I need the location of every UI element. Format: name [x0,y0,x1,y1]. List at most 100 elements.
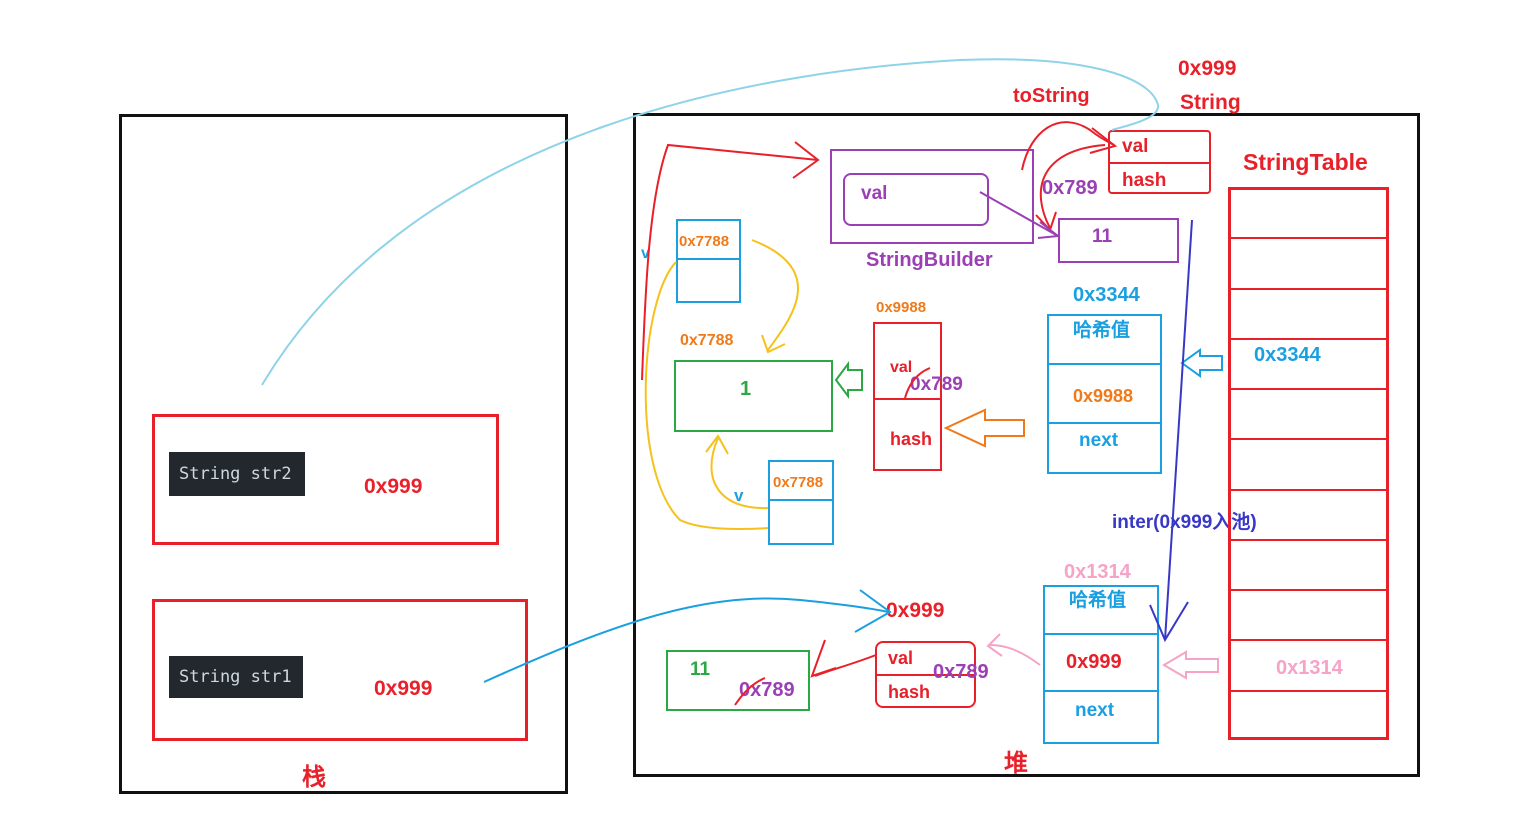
stringbuilder-box [830,149,1034,244]
stringbuilder-label: StringBuilder [866,249,993,271]
entry-3344-hash: 哈希值 [1073,320,1131,341]
node-a-address: 0x7788 [679,233,730,250]
bottom-val-ref-arrowhead [810,639,837,678]
str2-value: 0x999 [364,475,423,498]
string-table-slot-divider [1228,288,1389,290]
string-val-ref-arrow [1039,144,1106,229]
entry-1314-hash: 哈希值 [1069,590,1127,611]
entry-1314-divider-2 [1045,690,1157,692]
bottom-array-box [666,650,810,711]
bottom-array-tick [734,677,766,706]
string-table-slot-divider [1228,388,1389,390]
string-table-slot-divider [1228,338,1389,340]
obj-9988-tick [904,367,931,399]
bottom-string-val-field: val [888,648,914,668]
node-b-box [768,460,834,545]
string-table-slot-divider [1228,539,1389,541]
to-string-arrowhead [1089,127,1118,154]
node-b-address: 0x7788 [773,474,824,491]
char-array-value: 11 [1092,226,1113,247]
inter-arrowhead [1149,601,1189,643]
yellow-loop-bottom-arrowhead [705,434,729,455]
string-table-slot-divider [1228,589,1389,591]
obj-9988-val-ref: 0x789 [910,374,963,395]
string-table [1228,187,1389,740]
blue-hollow-arrow [1180,348,1223,378]
new-sb-arrow [641,143,819,381]
node-a-box [676,219,741,303]
heap-title: 堆 [1004,750,1028,777]
obj-9988-val-field: val [890,359,913,376]
stringbuilder-val-field: val [861,183,888,204]
string-table-slot-divider [1228,489,1389,491]
entry-3344-next: next [1079,430,1119,451]
bottom-string-divider [877,674,974,676]
orange-hollow-arrow [943,408,1025,448]
stringbuilder-val-slot [843,173,989,226]
string-table-slot-divider [1228,639,1389,641]
entry-1314-box [1043,585,1159,744]
string-object-box [1108,130,1211,194]
string-table-title: StringTable [1243,149,1368,175]
sb-val-ref-arrowhead [1037,221,1061,239]
inter-label: inter(0x999入池) [1112,512,1257,533]
pink-curve [989,644,1041,666]
yellow-loop-top-arrowhead [761,334,786,354]
entry-1314-address: 0x1314 [1064,561,1131,583]
str1-reference-curve [483,597,889,683]
bottom-array-value: 11 [690,659,711,680]
obj-9988-address: 0x9988 [876,299,927,316]
stack-panel [119,114,568,794]
yellow-loop-bottom [710,437,769,510]
inter-arrow [1164,219,1193,641]
str1-value: 0x999 [374,677,433,700]
new-sb-arrowhead [792,141,820,179]
str1-reference-arrowhead [854,589,892,633]
bottom-string-hash-field: hash [888,682,931,702]
node-b-letter: v [734,486,744,505]
yellow-loop-top [751,239,799,351]
str1-frame [152,599,528,741]
char-array-box [1058,218,1179,263]
string-table-slot-divider [1228,237,1389,239]
string-hash-field: hash [1122,170,1167,191]
entry-1314-value: 0x999 [1066,651,1122,673]
bottom-string-val-ref: 0x789 [933,661,989,683]
obj-9988-box [873,322,942,471]
entry-3344-box [1047,314,1162,474]
entry-3344-value: 0x9988 [1073,386,1134,406]
bottom-string-address: 0x999 [886,599,945,622]
node-a-letter: v [641,245,650,262]
green-box-value: 1 [740,378,752,400]
entry-1314-next: next [1075,700,1115,721]
str2-code: String str2 [169,452,305,496]
to-string-label: toString [1013,85,1090,107]
entry-3344-address: 0x3344 [1073,284,1140,306]
node-a-divider [678,258,739,260]
str2-frame [152,414,499,545]
string-type: String [1180,91,1241,114]
string-table-slot-divider [1228,438,1389,440]
to-string-arrow [1021,121,1115,171]
string-table-slot-3344: 0x3344 [1254,344,1321,366]
entry-1314-divider-1 [1045,633,1157,635]
green-hollow-arrow [834,361,863,399]
sb-val-ref-arrow [979,191,1059,237]
string-address: 0x999 [1178,57,1237,80]
str1-code: String str1 [169,656,303,698]
string-object-divider [1110,162,1209,164]
green-box [674,360,833,432]
bottom-string-box [875,641,976,708]
pink-curve-arrowhead [986,633,1003,657]
stack-title: 栈 [302,764,326,791]
string-val-field: val [1122,136,1149,157]
yellow-loop-side [644,261,769,531]
entry-3344-divider-1 [1049,363,1160,365]
pink-hollow-arrow [1162,650,1219,680]
obj-9988-hash-field: hash [890,429,933,449]
obj-9988-divider [875,398,940,400]
heap-panel [633,113,1420,777]
green-box-address: 0x7788 [680,332,734,349]
str2-reference-curve [261,58,1159,386]
